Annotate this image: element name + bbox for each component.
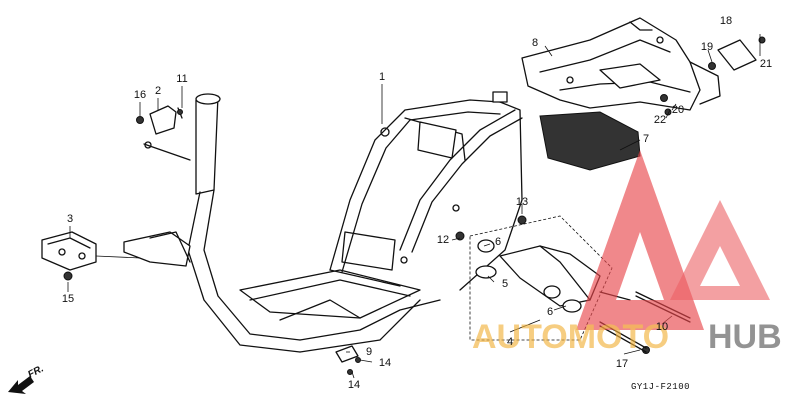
part-label: 11 xyxy=(176,73,187,85)
part-label: 15 xyxy=(62,293,74,305)
part-label: 6 xyxy=(495,236,501,248)
part-label: 13 xyxy=(516,196,528,208)
rear-fender xyxy=(521,17,721,111)
part-label: 9 xyxy=(366,346,372,358)
part-label: 14 xyxy=(348,379,360,391)
part-label: 6 xyxy=(547,306,553,318)
part-label: 22 xyxy=(654,114,666,126)
part-label: 14 xyxy=(379,357,391,369)
part-label: 10 xyxy=(656,321,668,333)
part-label: 7 xyxy=(643,133,649,145)
part-label: 18 xyxy=(720,15,732,27)
mud-flap xyxy=(539,111,641,171)
watermark-logo-triangle xyxy=(576,150,704,330)
head-bracket xyxy=(136,105,191,161)
watermark-text-hub: HUB xyxy=(708,318,782,356)
arrow-icon xyxy=(8,376,34,394)
small-clips xyxy=(335,345,361,375)
main-frame xyxy=(123,91,523,353)
watermark: AUTOMOTO HUB xyxy=(472,150,782,356)
part-label: 16 xyxy=(134,89,146,101)
part-labels: 1 2 3 4 5 6 6 7 8 9 10 11 12 13 14 14 15… xyxy=(62,15,772,391)
part-label: 17 xyxy=(616,358,628,370)
part-label: 8 xyxy=(532,37,538,49)
direction-label: FR. xyxy=(26,363,45,380)
part-label: 5 xyxy=(502,278,508,290)
bracket-3 xyxy=(41,231,97,281)
part-label: 4 xyxy=(507,336,513,348)
part-label: 2 xyxy=(155,85,161,97)
part-label: 12 xyxy=(437,234,449,246)
part-label: 21 xyxy=(760,58,772,70)
part-label: 20 xyxy=(672,104,684,116)
leader-lines xyxy=(67,34,761,379)
part-label: 19 xyxy=(701,41,713,53)
part-label: 3 xyxy=(67,213,73,225)
part-label: 1 xyxy=(379,71,385,83)
engine-hanger xyxy=(455,215,650,354)
plate-18 xyxy=(660,36,766,116)
watermark-text-auto: AUTOMOTO xyxy=(472,318,669,356)
diagram-code: GY1J-F2100 xyxy=(631,382,690,392)
front-direction-indicator: FR. xyxy=(8,363,46,394)
